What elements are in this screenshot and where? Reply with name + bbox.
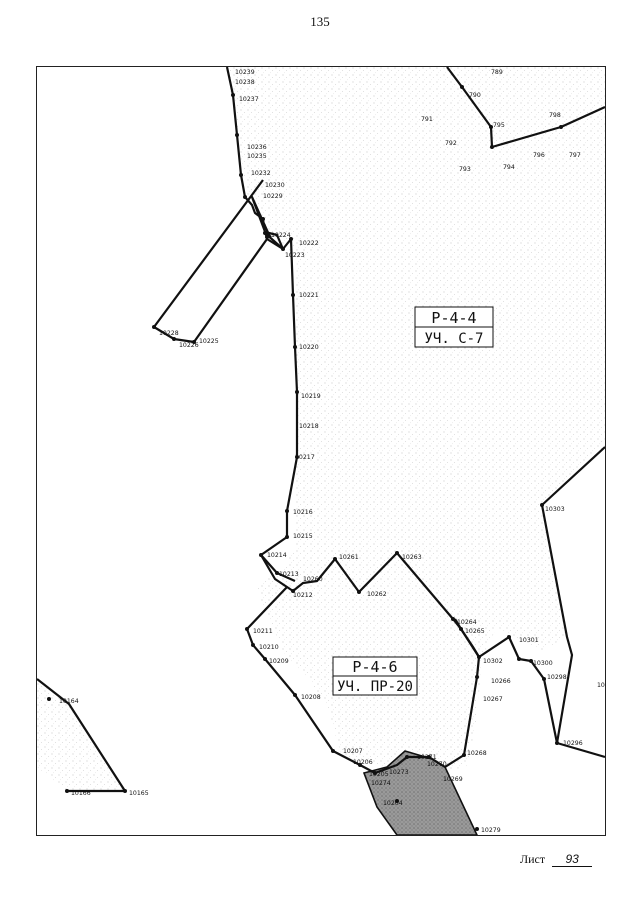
point-label: 10164 bbox=[59, 698, 79, 705]
point-label: 10230 bbox=[265, 182, 285, 189]
zone-subcode: УЧ. С-7 bbox=[424, 331, 483, 347]
point-label: 10208 bbox=[301, 694, 321, 701]
boundary-west bbox=[225, 67, 272, 239]
page-number: 135 bbox=[310, 14, 330, 29]
point-label: 10266 bbox=[491, 678, 511, 685]
point-label: 789 bbox=[491, 69, 503, 76]
point-label: 10263 bbox=[402, 554, 422, 561]
point-label: 10228 bbox=[159, 330, 179, 337]
point-label: 10226 bbox=[179, 342, 199, 349]
point-label: 10215 bbox=[293, 533, 313, 540]
point-label: 10222 bbox=[299, 240, 319, 247]
point-label: 10296 bbox=[563, 740, 583, 747]
point-label: 791 bbox=[421, 116, 433, 123]
parcel-east-1 bbox=[540, 446, 605, 759]
point-label: 10216 bbox=[293, 509, 313, 516]
point-label: 10303 bbox=[545, 506, 565, 513]
point-label: 10217 bbox=[295, 454, 315, 461]
sheet-label: Лист 93 bbox=[520, 852, 593, 867]
point-label: 10232 bbox=[251, 170, 271, 177]
sheet-label-text: Лист bbox=[520, 852, 546, 866]
point-label: 10267 bbox=[483, 696, 503, 703]
zone-subcode: УЧ. ПР-20 bbox=[337, 679, 413, 695]
point-label: 10211 bbox=[253, 628, 273, 635]
point-label: 10268 bbox=[467, 750, 487, 757]
point-label: 10206 bbox=[353, 759, 373, 766]
point-label: 10271 bbox=[417, 754, 437, 761]
point-label: 10269 bbox=[443, 776, 463, 783]
point-label: 10210 bbox=[259, 644, 279, 651]
point-label: 10265 bbox=[465, 628, 485, 635]
point-label: 797 bbox=[569, 152, 581, 159]
point-label: 10302 bbox=[483, 658, 503, 665]
point-label: 10273 bbox=[389, 769, 409, 776]
point-label: 10166 bbox=[71, 790, 91, 797]
point-label: 10219 bbox=[301, 393, 321, 400]
point-label: 790 bbox=[469, 92, 481, 99]
point-label: 10221 bbox=[299, 292, 319, 299]
parcel-north bbox=[446, 67, 605, 149]
point-label: 796 bbox=[533, 152, 545, 159]
point-label: 10279 bbox=[481, 827, 501, 834]
point-label: 10235 bbox=[247, 153, 267, 160]
point-label: 10 bbox=[597, 682, 605, 689]
point-label: 10214 bbox=[267, 552, 287, 559]
point-label: 10209 bbox=[269, 658, 289, 665]
point-label: 10300 bbox=[533, 660, 553, 667]
point-label: 10236 bbox=[247, 144, 267, 151]
point-label: 10237 bbox=[239, 96, 259, 103]
point-labels: 10239 10238 10237 10236 10235 10232 1023… bbox=[59, 69, 605, 834]
point-label: 795 bbox=[493, 122, 505, 129]
point-label: 10224 bbox=[271, 232, 291, 239]
point-label: 10301 bbox=[519, 637, 539, 644]
point-label: 10212 bbox=[293, 592, 313, 599]
point-label: 10223 bbox=[285, 252, 305, 259]
point-label: 10239 bbox=[235, 69, 255, 76]
point-label: 10264 bbox=[457, 619, 477, 626]
point-label: 10298 bbox=[547, 674, 567, 681]
point-label: 10260 bbox=[303, 576, 323, 583]
sheet-number: 93 bbox=[552, 852, 593, 867]
point-label: 10213 bbox=[279, 571, 299, 578]
zone-code: Р-4-4 bbox=[431, 309, 476, 327]
zone-code: Р-4-6 bbox=[352, 658, 397, 676]
point-label: 798 bbox=[549, 112, 561, 119]
point-label: 10262 bbox=[367, 591, 387, 598]
point-label: 10218 bbox=[299, 423, 319, 430]
point-label: 10274 bbox=[371, 780, 391, 787]
point-label: 10165 bbox=[129, 790, 149, 797]
cadastral-map: 10239 10238 10237 10236 10235 10232 1023… bbox=[36, 66, 606, 836]
point-label: 792 bbox=[445, 140, 457, 147]
point-label: 10261 bbox=[339, 554, 359, 561]
point-label: 10238 bbox=[235, 79, 255, 86]
strip-area bbox=[37, 677, 125, 791]
zone-label-r46: Р-4-6 УЧ. ПР-20 bbox=[332, 656, 418, 696]
zone-r44-area bbox=[227, 67, 605, 772]
zone-label-r44: Р-4-4 УЧ. С-7 bbox=[414, 306, 494, 348]
point-label: 10204 bbox=[383, 800, 403, 807]
point-label: 10229 bbox=[263, 193, 283, 200]
point-label: 794 bbox=[503, 164, 515, 171]
vertices bbox=[47, 85, 563, 831]
point-label: 10207 bbox=[343, 748, 363, 755]
point-label: 10270 bbox=[427, 761, 447, 768]
point-label: 10220 bbox=[299, 344, 319, 351]
point-label: 793 bbox=[459, 166, 471, 173]
point-label: 10225 bbox=[199, 338, 219, 345]
strip-outline bbox=[37, 678, 127, 793]
point-label: 10205 bbox=[369, 771, 389, 778]
map-canvas: 10239 10238 10237 10236 10235 10232 1023… bbox=[37, 67, 605, 835]
